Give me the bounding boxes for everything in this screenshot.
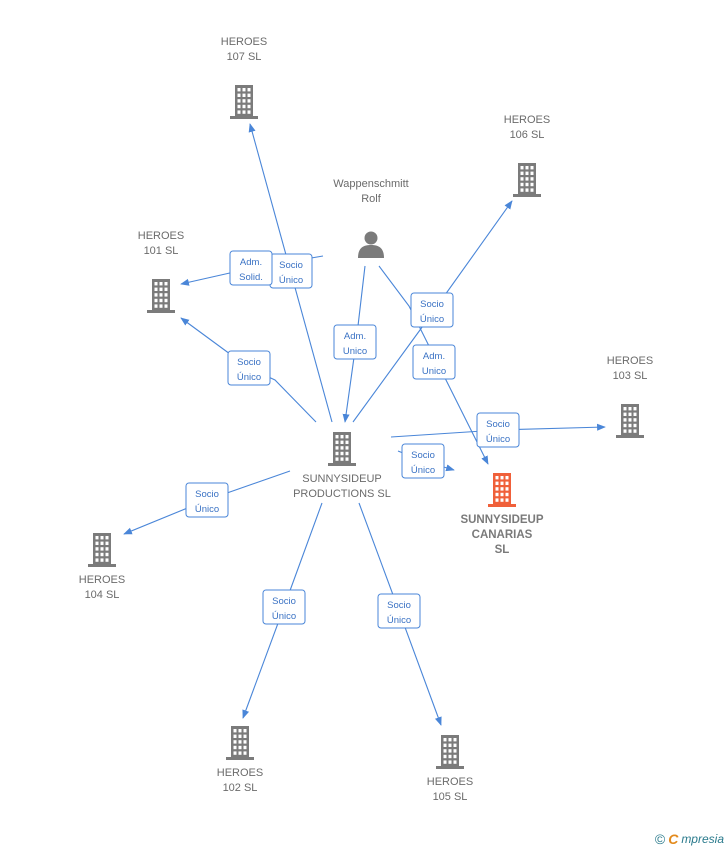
node-heroes103[interactable]: HEROES 103 SL bbox=[607, 355, 653, 438]
nodes-layer: HEROES 107 SL HEROES 106 SL HEROES 101 SL Wapp… bbox=[79, 36, 653, 803]
building-icon bbox=[513, 163, 541, 197]
node-label: 102 SL bbox=[223, 782, 258, 794]
node-label: SUNNYSIDEUP bbox=[302, 473, 381, 485]
node-heroes105[interactable]: HEROES 105 SL bbox=[427, 735, 473, 803]
building-icon-highlighted bbox=[488, 473, 516, 507]
edge-label-wappenschmitt-to-heroes101[interactable]: Adm. Solid. bbox=[229, 250, 273, 286]
building-icon bbox=[616, 404, 644, 438]
brand-logo-initial: C bbox=[668, 831, 679, 847]
node-label: 105 SL bbox=[433, 791, 468, 803]
building-icon bbox=[226, 726, 254, 760]
edge-sunnysideup_prod-to-heroes106 bbox=[352, 200, 513, 423]
edge-label-text: Socio bbox=[387, 600, 411, 611]
edge-label-text: Único bbox=[420, 314, 444, 325]
edge-label-text: Socio bbox=[279, 260, 303, 271]
edge-label-text: Socio bbox=[195, 489, 219, 500]
node-sunnysideup_canarias[interactable]: SUNNYSIDEUP CANARIAS SL bbox=[460, 473, 544, 556]
edge-label-wappenschmitt-to-sunnysideup_prod[interactable]: Adm. Unico bbox=[333, 324, 377, 360]
node-label: HEROES bbox=[607, 355, 653, 367]
edge-label-text: Único bbox=[411, 465, 435, 476]
node-heroes104[interactable]: HEROES 104 SL bbox=[79, 533, 125, 601]
edge-label-text: Socio bbox=[411, 450, 435, 461]
node-label: HEROES bbox=[79, 574, 125, 586]
node-heroes107[interactable]: HEROES 107 SL bbox=[221, 36, 267, 119]
edge-label-box bbox=[185, 482, 229, 518]
node-label: HEROES bbox=[427, 776, 473, 788]
edge-label-text: Unico bbox=[422, 366, 446, 377]
building-icon bbox=[88, 533, 116, 567]
node-label: SL bbox=[495, 544, 510, 556]
edge-label-text: Socio bbox=[237, 357, 261, 368]
edge-label-text: Adm. bbox=[344, 331, 366, 342]
node-sunnysideup_prod[interactable]: SUNNYSIDEUP PRODUCTIONS SL bbox=[293, 432, 391, 500]
edge-labels-layer: SocioÚnicoAdm.Solid.SocioÚnicoAdm.UnicoS… bbox=[185, 250, 520, 629]
node-label: SUNNYSIDEUP bbox=[460, 514, 543, 526]
edge-label-box bbox=[377, 593, 421, 629]
edge-label-box bbox=[227, 350, 271, 386]
edge-label-box bbox=[476, 412, 520, 448]
edge-label-box bbox=[333, 324, 377, 360]
edge-label-text: Único bbox=[486, 434, 510, 445]
node-label: 106 SL bbox=[510, 129, 545, 141]
node-heroes102[interactable]: HEROES 102 SL bbox=[217, 726, 263, 794]
edges-layer bbox=[123, 123, 606, 726]
edge-label-text: Socio bbox=[420, 299, 444, 310]
edge-label-text: Socio bbox=[272, 596, 296, 607]
node-label: Rolf bbox=[361, 193, 382, 205]
edge-label-text: Adm. bbox=[423, 351, 445, 362]
edge-label-box bbox=[412, 344, 456, 380]
edge-label-text: Único bbox=[387, 615, 411, 626]
node-label: 104 SL bbox=[85, 589, 120, 601]
node-label: HEROES bbox=[217, 767, 263, 779]
building-icon bbox=[230, 85, 258, 119]
node-label: 101 SL bbox=[144, 245, 179, 257]
node-label: HEROES bbox=[504, 114, 550, 126]
edge-label-text: Socio bbox=[486, 419, 510, 430]
edge-label-wappenschmitt-to-sunnysideup_canarias[interactable]: Adm. Unico bbox=[412, 344, 456, 380]
edge-label-box bbox=[229, 250, 273, 286]
copyright-icon: © bbox=[654, 831, 666, 847]
edge-label-text: Único bbox=[272, 611, 296, 622]
node-label: CANARIAS bbox=[472, 529, 533, 541]
edge-label-box bbox=[401, 443, 445, 479]
edge-label-text: Solid. bbox=[239, 272, 263, 283]
edge-label-text: Adm. bbox=[240, 257, 262, 268]
edge-label-text: Único bbox=[279, 275, 303, 286]
node-heroes106[interactable]: HEROES 106 SL bbox=[504, 114, 550, 197]
edge-label-box bbox=[262, 589, 306, 625]
edge-label-text: Único bbox=[195, 504, 219, 515]
node-label: HEROES bbox=[221, 36, 267, 48]
building-icon bbox=[328, 432, 356, 466]
person-icon bbox=[358, 231, 384, 258]
edge-label-text: Unico bbox=[343, 346, 367, 357]
node-label: HEROES bbox=[138, 230, 184, 242]
node-label: Wappenschmitt bbox=[333, 178, 408, 190]
node-label: 103 SL bbox=[613, 370, 648, 382]
edge-wappenschmitt-to-sunnysideup_canarias bbox=[378, 265, 489, 465]
brand-logo-text: mpresia bbox=[681, 832, 724, 846]
edge-label-text: Único bbox=[237, 372, 261, 383]
building-icon bbox=[147, 279, 175, 313]
node-label: PRODUCTIONS SL bbox=[293, 488, 391, 500]
edge-label-box bbox=[410, 292, 454, 328]
node-label: 107 SL bbox=[227, 51, 262, 63]
node-heroes101[interactable]: HEROES 101 SL bbox=[138, 230, 184, 313]
building-icon bbox=[436, 735, 464, 769]
